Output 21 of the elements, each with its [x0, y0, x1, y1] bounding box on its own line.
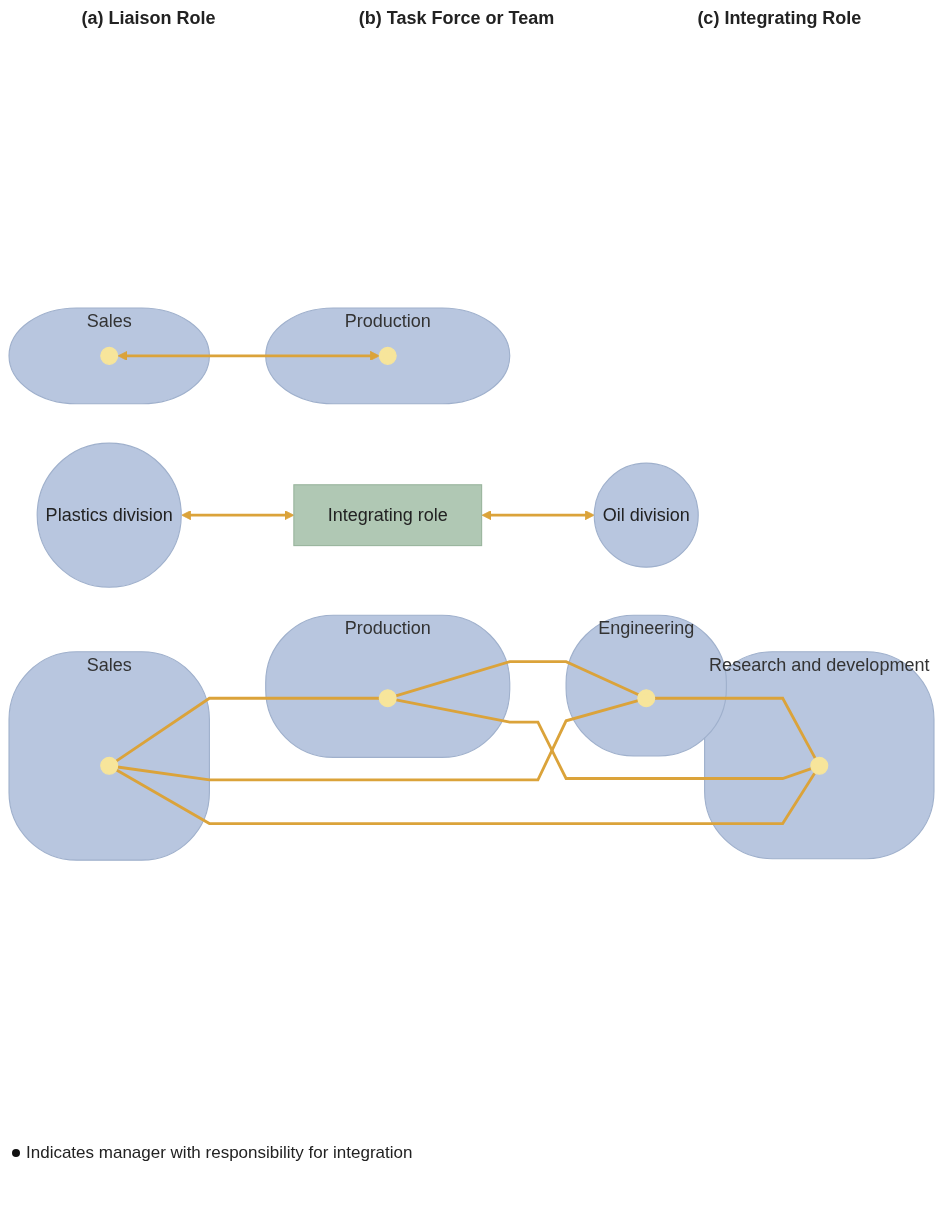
arrow — [117, 350, 380, 361]
legend-text: Indicates manager with responsibility for integration — [26, 1143, 413, 1163]
section-heading: (a) Liaison Role — [81, 8, 216, 29]
node-circle — [378, 346, 397, 365]
node-box: Integrating role — [293, 484, 483, 547]
node-circle — [100, 346, 119, 365]
connector — [115, 696, 380, 763]
node-circle — [637, 689, 656, 708]
connector — [117, 699, 639, 782]
node-circle: Oil division — [593, 462, 699, 568]
arrow — [481, 510, 595, 521]
section-heading: (c) Integrating Role — [697, 8, 862, 29]
connector — [654, 696, 817, 759]
node-circle — [378, 689, 397, 708]
node-circle — [100, 756, 119, 775]
node-circle — [810, 756, 829, 775]
connector — [395, 660, 640, 698]
connector — [395, 698, 812, 780]
connector — [115, 768, 816, 825]
section-heading: (b) Task Force or Team — [358, 8, 555, 29]
node-circle: Plastics division — [36, 442, 182, 588]
